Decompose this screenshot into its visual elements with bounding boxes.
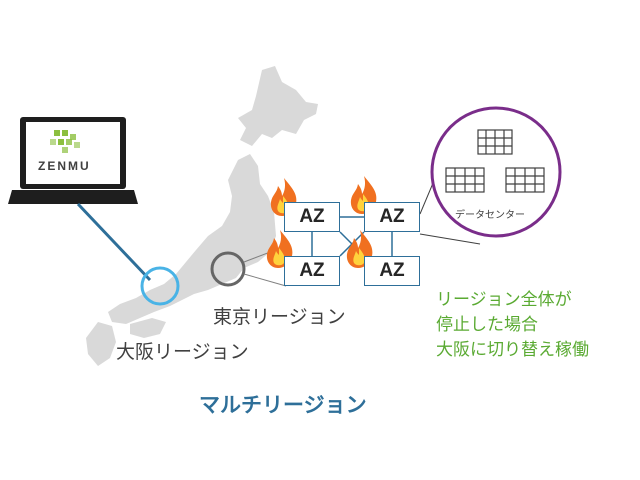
osaka-region-marker: [140, 266, 180, 306]
failover-note-line: 停止した場合: [436, 315, 538, 335]
laptop-screen: [26, 122, 120, 184]
az-box-tokyo-1: AZ: [284, 202, 340, 232]
zenmu-logo-text: ZENMU: [38, 159, 91, 173]
zenmu-logo: ZENMU: [38, 130, 91, 173]
server-icon: [445, 129, 545, 193]
az-datacenter-link-lower: [419, 233, 481, 245]
tokyo-region-marker: [210, 251, 246, 287]
tokyo-region-label: 東京リージョン: [213, 306, 346, 328]
failover-note-line: リージョン全体が: [436, 290, 572, 310]
japan-map: [86, 66, 318, 366]
server-rack-icon: [445, 167, 485, 193]
server-rack-icon: [505, 167, 545, 193]
az-box-tokyo-2: AZ: [364, 202, 420, 232]
datacenter-ring: [430, 106, 562, 238]
laptop: ZENMU: [8, 117, 138, 204]
laptop-osaka-link: [76, 202, 152, 282]
osaka-region-label: 大阪リージョン: [116, 341, 249, 363]
server-rack-icon: [477, 129, 513, 155]
tokyo-az-link-lower: [243, 273, 287, 287]
datacenter-label: データセンター: [455, 210, 525, 221]
map-kyushu: [86, 322, 116, 366]
map-hokkaido: [238, 66, 318, 146]
diagram-title: マルチリージョン: [199, 393, 367, 417]
map-shikoku: [130, 318, 166, 338]
map-honshu: [108, 154, 276, 324]
failover-note-line: 大阪に切り替え稼働: [436, 340, 589, 360]
laptop-base: [8, 190, 138, 204]
zenmu-logo-mark: [50, 130, 80, 153]
az-box-tokyo-3: AZ: [284, 256, 340, 286]
failover-note: リージョン全体が 停止した場合 大阪に切り替え稼働: [436, 288, 589, 363]
az-box-tokyo-4: AZ: [364, 256, 420, 286]
